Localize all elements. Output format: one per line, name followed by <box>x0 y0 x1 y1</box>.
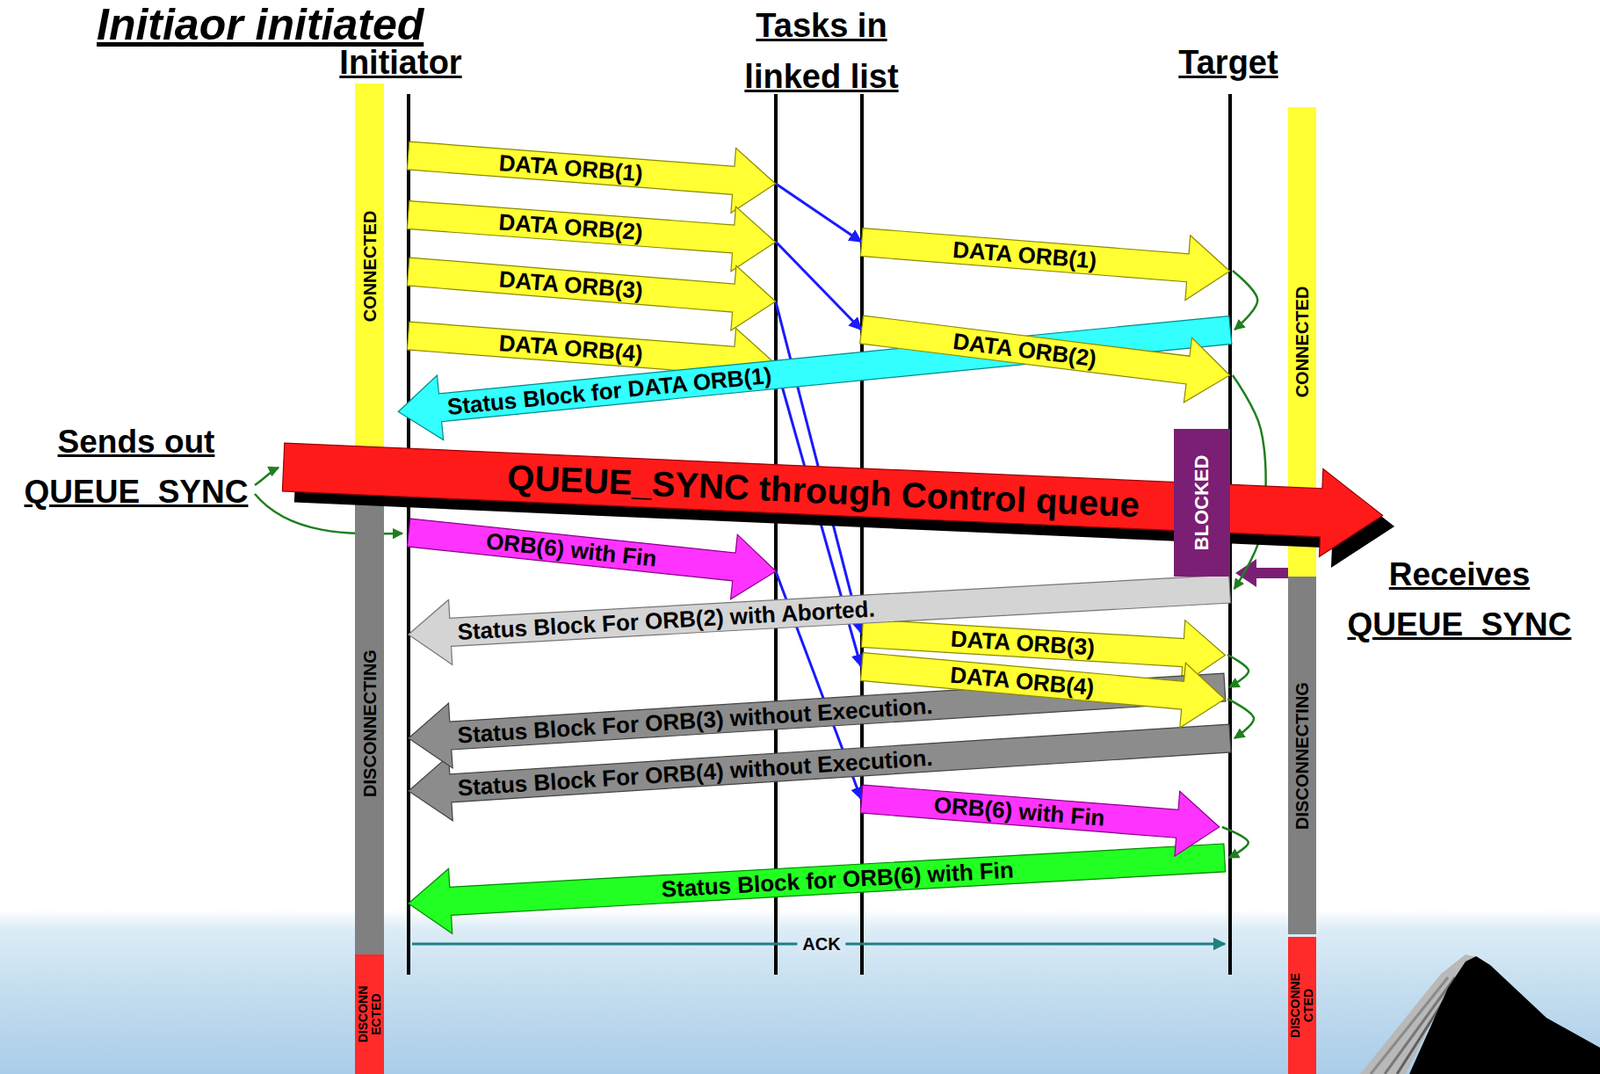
arrow-label: Status Block for DATA ORB(1) <box>445 362 773 418</box>
leader-arrow <box>254 467 279 486</box>
message-arrow: DATA ORB(1) <box>859 209 1233 304</box>
arrow-body <box>406 825 1227 936</box>
connector-label: ACK <box>796 933 846 954</box>
arrow-label: DATA ORB(3) <box>949 626 1095 659</box>
completion-arrow <box>1232 375 1267 589</box>
arrow-body <box>405 499 780 604</box>
bar-label: DISCONN ECTED <box>356 977 383 1051</box>
bar-label: DISCONNECTING <box>360 608 380 838</box>
message-arrow: DATA ORB(1) <box>405 123 779 217</box>
arrow-text-holder: DATA ORB(4) <box>407 321 736 375</box>
arrow-body <box>859 766 1223 860</box>
label-holder: Sends out QUEUE_SYNC <box>8 419 264 521</box>
footer-band <box>0 909 1600 1074</box>
arrow-label: Status Block For ORB(2) with Aborted. <box>456 596 876 643</box>
event-note: Sends out QUEUE_SYNC <box>24 423 249 510</box>
completion-arrow <box>1232 270 1258 330</box>
message-arrow: ORB(6) with Fin <box>859 766 1223 860</box>
lifeline-header: Tasks in linked list <box>744 7 898 95</box>
bar-text-holder: DISCONNE CTED <box>1288 968 1315 1043</box>
arrow-label: DATA ORB(2) <box>498 209 645 244</box>
arrow-label: DATA ORB(4) <box>949 662 1096 699</box>
arrow-text-holder: Status Block for ORB(6) with Fin <box>449 843 1226 915</box>
diagram-title: Initiaor initiated <box>96 0 424 50</box>
arrow-label: Status Block For ORB(3) without Executio… <box>456 694 934 747</box>
completion-arrow <box>1222 826 1249 858</box>
bar-label: DISCONNECTING <box>1292 641 1312 870</box>
arrow-label: DATA ORB(1) <box>498 151 645 185</box>
arrow-label: DATA ORB(4) <box>498 331 645 365</box>
arrow-text-holder: DATA ORB(1) <box>861 227 1190 282</box>
label-holder: ACK <box>796 933 846 956</box>
arrow-text-holder: DATA ORB(3) <box>407 257 736 312</box>
message-arrow: DATA ORB(2) <box>405 181 778 275</box>
bar-text-holder: DISCONNECTING <box>1292 641 1312 870</box>
bar-text-holder: DISCONNECTING <box>360 608 380 838</box>
arrow-text-holder: DATA ORB(4) <box>861 651 1185 710</box>
lifeline-header: Initiator <box>339 43 462 81</box>
state-bar: CONNECTED <box>354 83 384 449</box>
ack-line <box>412 942 1225 946</box>
blocked-marker: BLOCKED <box>1173 428 1231 577</box>
title-holder: Initiaor initiated <box>96 0 424 60</box>
arrow-body <box>394 296 1233 444</box>
completion-arrow <box>1227 654 1249 688</box>
bar-text-holder: DISCONN ECTED <box>356 977 383 1051</box>
arrow-text-holder: DATA ORB(1) <box>407 141 736 195</box>
label-holder: Target <box>1140 42 1317 90</box>
event-note: Receives QUEUE_SYNC <box>1347 556 1572 643</box>
state-bar: DISCONNE CTED <box>1288 936 1317 1074</box>
arrow-text-holder: ORB(6) with Fin <box>406 518 736 581</box>
message-arrow: Status Block for ORB(6) with Fin <box>406 825 1227 936</box>
bar-text-holder: CONNECTED <box>360 178 380 355</box>
bar-label: CONNECTED <box>360 178 380 355</box>
arrow-body <box>405 123 779 217</box>
message-arrow: DATA ORB(2) <box>857 296 1234 407</box>
message-arrow: DATA ORB(3) <box>405 238 779 334</box>
bar-text-holder: CONNECTED <box>1292 253 1312 430</box>
mountain-logo <box>1360 954 1600 1074</box>
arrow-body <box>405 238 779 334</box>
bar-label: DISCONNE CTED <box>1288 968 1315 1043</box>
label-holder: Tasks in linked list <box>724 3 919 106</box>
lifeline-header: Target <box>1178 43 1278 81</box>
task-link-arrow <box>775 241 862 330</box>
state-bar: DISCONNECTING <box>354 492 384 955</box>
arrow-label: DATA ORB(2) <box>952 329 1099 370</box>
arrow-label: DATA ORB(1) <box>952 237 1099 272</box>
arrow-label: DATA ORB(3) <box>498 267 645 302</box>
logo-peak <box>1409 955 1600 1074</box>
bar-text-holder: BLOCKED <box>1191 436 1213 569</box>
arrow-body <box>859 209 1233 304</box>
label-holder: Receives QUEUE_SYNC <box>1332 552 1587 653</box>
bar-label: BLOCKED <box>1191 436 1213 569</box>
task-link-arrow <box>775 183 862 242</box>
bar-label: CONNECTED <box>1292 253 1312 430</box>
label-holder: Initiator <box>295 42 507 90</box>
completion-arrow <box>1227 698 1254 739</box>
arrow-text-holder: DATA ORB(2) <box>407 200 735 253</box>
state-bar: DISCONN ECTED <box>354 954 384 1074</box>
state-bar: DISCONNECTING <box>1288 576 1317 934</box>
arrow-body <box>405 181 778 275</box>
lifeline <box>860 94 864 975</box>
arrow-label: Status Block for ORB(6) with Fin <box>660 857 1014 900</box>
arrow-text-holder: ORB(6) with Fin <box>861 784 1180 838</box>
lifeline <box>774 94 778 975</box>
arrow-label: ORB(6) with Fin <box>933 793 1106 830</box>
